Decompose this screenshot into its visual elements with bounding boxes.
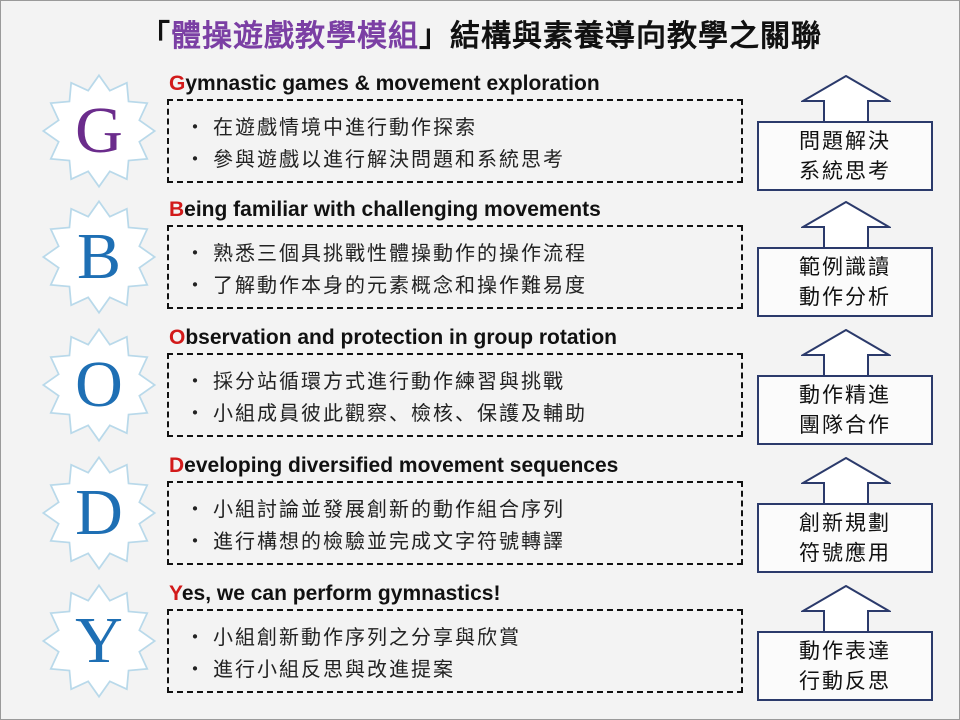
activity-item: ・在遊戲情境中進行動作探索 (185, 111, 741, 143)
body-row-b: B Being familiar with challenging moveme… (1, 195, 960, 323)
competency-label: 團隊合作 (799, 413, 891, 437)
heading-text: es, we can perform gymnastics! (181, 582, 501, 605)
activity-item: ・採分站循環方式進行動作練習與挑戰 (185, 365, 741, 397)
bullet-icon: ・ (185, 241, 207, 265)
heading-text: eing familiar with challenging movements (184, 198, 601, 221)
activity-item-text: 在遊戲情境中進行動作探索 (213, 115, 477, 139)
activity-item-text: 採分站循環方式進行動作練習與挑戰 (213, 369, 565, 393)
activity-box: ・熟悉三個具挑戰性體操動作的操作流程 ・了解動作本身的元素概念和操作難易度 (167, 225, 743, 309)
competency-box: 動作表達 行動反思 (757, 631, 933, 701)
heading-initial: O (169, 326, 186, 349)
row-heading: Being familiar with challenging movement… (169, 197, 749, 223)
title-rest: 」結構與素養導向教學之關聯 (419, 19, 822, 54)
competency-box: 創新規劃 符號應用 (757, 503, 933, 573)
heading-text: bservation and protection in group rotat… (185, 326, 618, 349)
activity-item: ・小組討論並發展創新的動作組合序列 (185, 493, 741, 525)
body-row-o: O Observation and protection in group ro… (1, 323, 960, 451)
activity-box: ・採分站循環方式進行動作練習與挑戰 ・小組成員彼此觀察、檢核、保護及輔助 (167, 353, 743, 437)
competency-label: 範例識讀 (799, 255, 891, 279)
row-letter: D (75, 476, 123, 549)
competency-label: 動作分析 (799, 285, 891, 309)
bullet-icon: ・ (185, 625, 207, 649)
activity-item: ・了解動作本身的元素概念和操作難易度 (185, 269, 741, 301)
star-icon (41, 583, 157, 699)
bullet-icon: ・ (185, 657, 207, 681)
activity-item-text: 進行構想的檢驗並完成文字符號轉譯 (213, 529, 565, 553)
star-icon (41, 199, 157, 315)
star-icon (41, 73, 157, 189)
heading-text: ymnastic games & movement exploration (185, 72, 600, 95)
activity-item-text: 了解動作本身的元素概念和操作難易度 (213, 273, 587, 297)
body-row-g: G Gymnastic games & movement exploration… (1, 69, 960, 197)
row-heading: Yes, we can perform gymnastics! (169, 581, 749, 607)
page-title: 「體操遊戲教學模組」結構與素養導向教學之關聯 (1, 11, 960, 55)
activity-item-text: 參與遊戲以進行解決問題和系統思考 (213, 147, 565, 171)
up-arrow-icon (801, 585, 891, 635)
activity-item-text: 小組創新動作序列之分享與欣賞 (213, 625, 521, 649)
row-letter: G (75, 94, 123, 167)
heading-initial: G (169, 72, 186, 95)
activity-item-text: 小組討論並發展創新的動作組合序列 (213, 497, 565, 521)
row-heading: Developing diversified movement sequence… (169, 453, 749, 479)
competency-box: 範例識讀 動作分析 (757, 247, 933, 317)
star-icon (41, 455, 157, 571)
row-letter: O (75, 348, 123, 421)
activity-box: ・小組創新動作序列之分享與欣賞 ・進行小組反思與改進提案 (167, 609, 743, 693)
heading-initial: Y (169, 582, 182, 605)
title-accent: 體操遊戲教學模組 (171, 19, 419, 54)
competency-label: 系統思考 (799, 159, 891, 183)
bullet-icon: ・ (185, 115, 207, 139)
activity-item: ・小組成員彼此觀察、檢核、保護及輔助 (185, 397, 741, 429)
competency-label: 符號應用 (799, 541, 891, 565)
title-open-bracket: 「 (140, 19, 171, 54)
activity-item: ・進行小組反思與改進提案 (185, 653, 741, 685)
up-arrow-icon (801, 75, 891, 125)
activity-box: ・小組討論並發展創新的動作組合序列 ・進行構想的檢驗並完成文字符號轉譯 (167, 481, 743, 565)
competency-label: 動作精進 (799, 383, 891, 407)
heading-initial: D (169, 454, 185, 477)
bullet-icon: ・ (185, 401, 207, 425)
activity-item: ・小組創新動作序列之分享與欣賞 (185, 621, 741, 653)
bullet-icon: ・ (185, 273, 207, 297)
heading-text: eveloping diversified movement sequences (184, 454, 619, 477)
bullet-icon: ・ (185, 529, 207, 553)
activity-item: ・參與遊戲以進行解決問題和系統思考 (185, 143, 741, 175)
up-arrow-icon (801, 201, 891, 251)
activity-item-text: 小組成員彼此觀察、檢核、保護及輔助 (213, 401, 587, 425)
activity-item: ・熟悉三個具挑戰性體操動作的操作流程 (185, 237, 741, 269)
competency-label: 行動反思 (799, 669, 891, 693)
activity-item-text: 進行小組反思與改進提案 (213, 657, 455, 681)
bullet-icon: ・ (185, 369, 207, 393)
competency-box: 動作精進 團隊合作 (757, 375, 933, 445)
row-letter: Y (75, 604, 123, 677)
competency-label: 動作表達 (799, 639, 891, 663)
bullet-icon: ・ (185, 497, 207, 521)
activity-item-text: 熟悉三個具挑戰性體操動作的操作流程 (213, 241, 587, 265)
row-heading: Observation and protection in group rota… (169, 325, 749, 351)
row-letter: B (76, 220, 122, 293)
up-arrow-icon (801, 329, 891, 379)
heading-initial: B (169, 198, 185, 221)
competency-label: 問題解決 (799, 129, 891, 153)
activity-item: ・進行構想的檢驗並完成文字符號轉譯 (185, 525, 741, 557)
body-row-y: Y Yes, we can perform gymnastics! ・小組創新動… (1, 579, 960, 707)
bullet-icon: ・ (185, 147, 207, 171)
competency-label: 創新規劃 (799, 511, 891, 535)
row-heading: Gymnastic games & movement exploration (169, 71, 749, 97)
body-row-d: D Developing diversified movement sequen… (1, 451, 960, 579)
activity-box: ・在遊戲情境中進行動作探索 ・參與遊戲以進行解決問題和系統思考 (167, 99, 743, 183)
up-arrow-icon (801, 457, 891, 507)
star-icon (41, 327, 157, 443)
competency-box: 問題解決 系統思考 (757, 121, 933, 191)
